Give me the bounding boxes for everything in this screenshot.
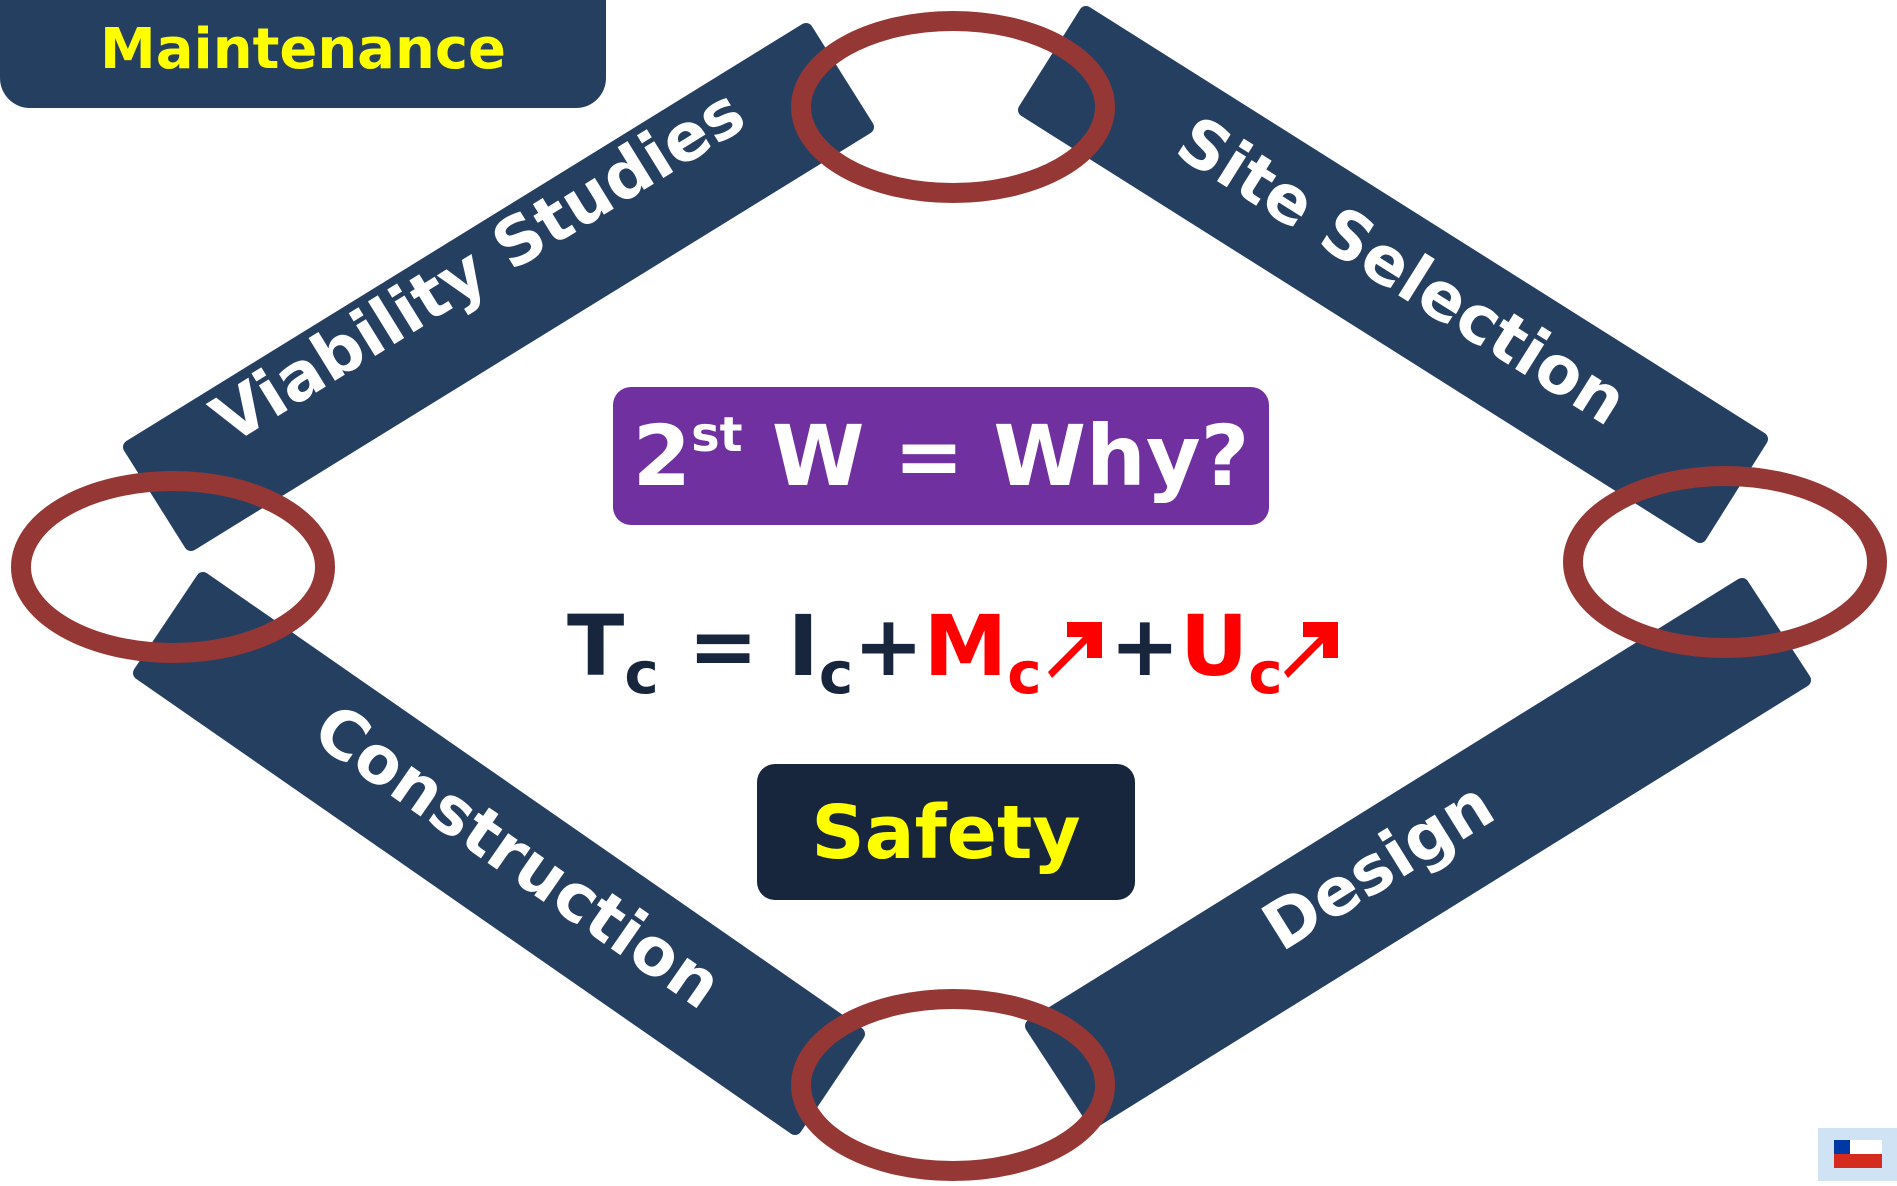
- construction-label: Construction: [300, 689, 735, 1024]
- flag-corner-icon: [1818, 1128, 1897, 1181]
- right-ring: [1563, 466, 1887, 658]
- maintenance-cost-up-arrow-icon: [1048, 622, 1102, 678]
- safety-box: [757, 764, 1135, 900]
- top-ring: [791, 11, 1115, 203]
- safety-label: Safety: [811, 790, 1080, 876]
- maintenance-tab: [0, 0, 606, 108]
- bottom-ring: [791, 989, 1115, 1181]
- maintenance-label: Maintenance: [100, 17, 506, 82]
- question-title: 2st W = Why?: [633, 407, 1250, 505]
- construction-band: [133, 572, 865, 1135]
- question-box: [613, 387, 1269, 525]
- viability-studies-band: [123, 23, 874, 551]
- left-ring: [11, 471, 335, 663]
- cost-equation: Tc = Ic+Mc+Uc: [567, 597, 1283, 707]
- usage-cost-up-arrow-icon: [1284, 622, 1338, 678]
